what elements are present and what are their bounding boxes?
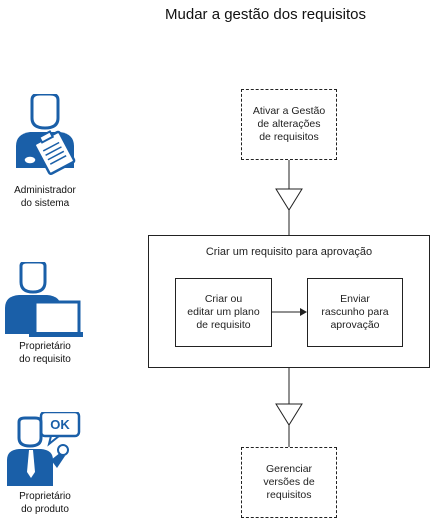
step-line: aprovação bbox=[330, 319, 380, 331]
role-label-line1: Proprietário bbox=[19, 491, 71, 502]
role-label-line2: do requisito bbox=[19, 354, 71, 365]
group-create-requirement: Criar um requisito para aprovação bbox=[148, 235, 430, 368]
step-line: versões de bbox=[263, 476, 315, 488]
arrow-head bbox=[300, 308, 307, 316]
role-label-line1: Administrador bbox=[14, 185, 76, 196]
step-send-draft[interactable]: Enviar rascunho para aprovação bbox=[307, 278, 403, 347]
product-owner-ok-icon: OK bbox=[7, 412, 81, 486]
step-create-edit-plan[interactable]: Criar ou editar um plano de requisito bbox=[175, 278, 272, 347]
group-title: Criar um requisito para aprovação bbox=[205, 246, 373, 258]
role-label-line1: Proprietário bbox=[19, 341, 71, 352]
step-activate-change-management[interactable]: Ativar a Gestão de alterações de requisi… bbox=[241, 89, 337, 160]
step-manage-versions[interactable]: Gerenciar versões de requisitos bbox=[241, 447, 337, 518]
step-line: Enviar bbox=[340, 293, 370, 305]
ok-bubble-text: OK bbox=[50, 417, 70, 432]
administrator-clipboard-icon bbox=[16, 94, 76, 176]
step-line: Ativar a Gestão bbox=[252, 105, 326, 117]
step-line: Gerenciar bbox=[265, 463, 313, 475]
step-line: de requisito bbox=[196, 319, 251, 331]
step-line: rascunho para bbox=[321, 306, 389, 318]
step-line: requisitos bbox=[266, 489, 312, 501]
role-system-administrator: Administrador do sistema bbox=[0, 94, 90, 210]
step-line: Criar ou bbox=[204, 293, 243, 305]
flow-triangle-1 bbox=[275, 188, 303, 211]
step-line: de requisitos bbox=[259, 131, 319, 143]
step-line: de alterações bbox=[257, 118, 321, 130]
role-requirement-owner: Proprietário do requisito bbox=[0, 262, 90, 366]
role-product-owner: OK Proprietário do produto bbox=[0, 412, 90, 516]
step-line: editar um plano bbox=[187, 306, 260, 318]
owner-laptop-icon bbox=[5, 262, 83, 337]
flow-triangle-2 bbox=[275, 403, 303, 426]
role-label-line2: do sistema bbox=[20, 198, 70, 209]
page-title: Mudar a gestão dos requisitos bbox=[165, 6, 366, 23]
role-label-line2: do produto bbox=[21, 504, 69, 515]
